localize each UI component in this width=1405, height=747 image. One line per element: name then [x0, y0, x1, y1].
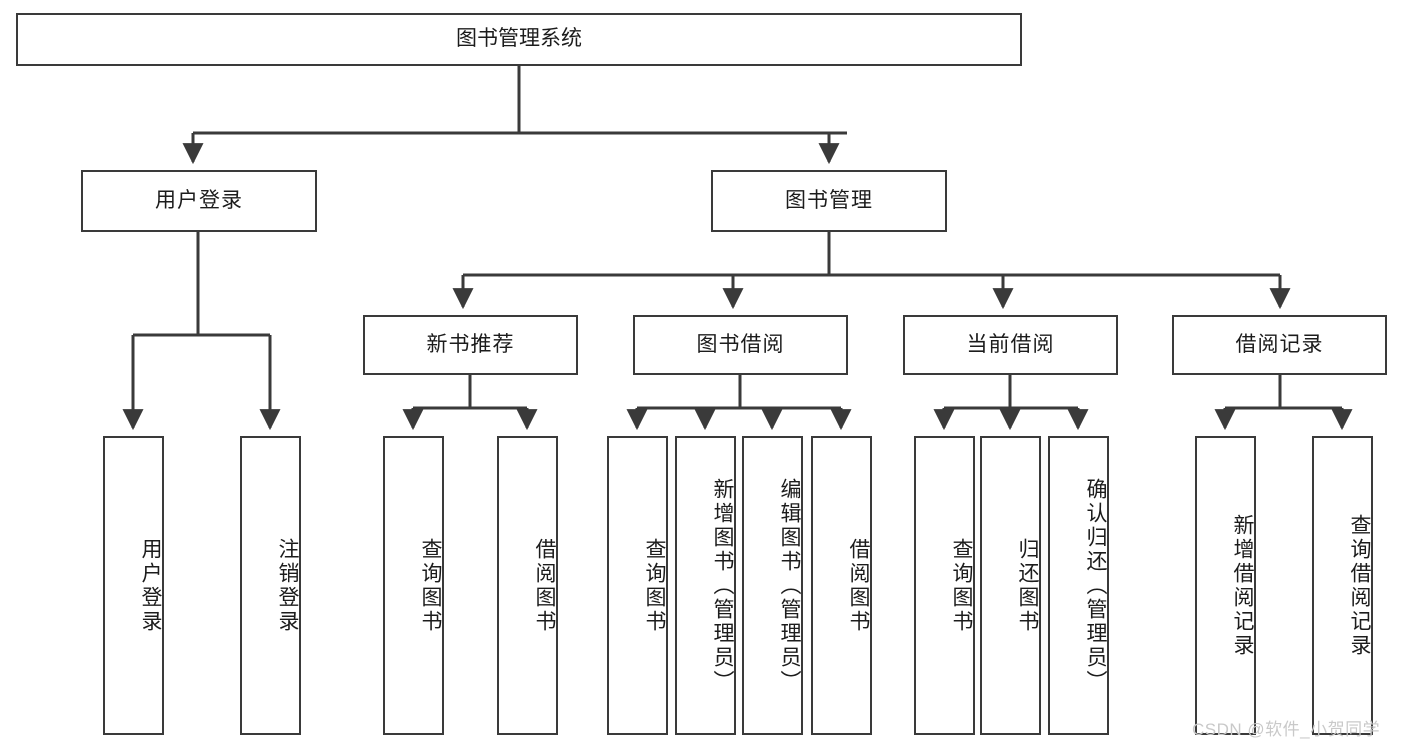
node-label: 图书管理: [785, 188, 873, 212]
node-label: 归还图书: [1016, 537, 1039, 634]
node-book-manage[interactable]: 图书管理: [711, 170, 947, 232]
node-label: 查询图书: [643, 537, 666, 634]
node-label: 注销登录: [276, 537, 299, 634]
node-label: 图书管理系统: [456, 27, 582, 51]
leaf-user-login-login[interactable]: 用户登录: [103, 436, 164, 735]
leaf-new-book-borrow[interactable]: 借阅图书: [497, 436, 558, 735]
node-new-book-recommend[interactable]: 新书推荐: [363, 315, 578, 375]
leaf-book-borrow-edit[interactable]: 编辑图书（管理员）: [742, 436, 803, 735]
leaf-user-login-logout[interactable]: 注销登录: [240, 436, 301, 735]
leaf-book-borrow-add[interactable]: 新增图书（管理员）: [675, 436, 736, 735]
node-book-borrow[interactable]: 图书借阅: [633, 315, 848, 375]
node-label: 新增图书（管理员）: [711, 477, 734, 694]
leaf-current-borrow-query[interactable]: 查询图书: [914, 436, 975, 735]
node-label: 借阅记录: [1235, 332, 1324, 356]
node-label: 编辑图书（管理员）: [778, 477, 801, 694]
leaf-book-borrow-query[interactable]: 查询图书: [607, 436, 668, 735]
node-user-login[interactable]: 用户登录: [81, 170, 317, 232]
leaf-book-borrow-borrow[interactable]: 借阅图书: [811, 436, 872, 735]
node-label: 新增借阅记录: [1231, 513, 1254, 658]
node-label: 借阅图书: [847, 537, 870, 634]
node-label: 当前借阅: [966, 332, 1055, 356]
node-label: 图书借阅: [696, 332, 785, 356]
leaf-borrow-record-add[interactable]: 新增借阅记录: [1195, 436, 1256, 735]
node-current-borrow[interactable]: 当前借阅: [903, 315, 1118, 375]
leaf-borrow-record-query[interactable]: 查询借阅记录: [1312, 436, 1373, 735]
node-label: 查询图书: [419, 537, 442, 634]
node-root-system[interactable]: 图书管理系统: [16, 13, 1022, 66]
node-label: 查询借阅记录: [1348, 513, 1371, 658]
csdn-watermark: CSDN @软件_小贺同学: [1192, 720, 1381, 739]
leaf-new-book-query[interactable]: 查询图书: [383, 436, 444, 735]
node-label: 查询图书: [950, 537, 973, 634]
leaf-current-borrow-return[interactable]: 归还图书: [980, 436, 1041, 735]
leaf-current-borrow-confirm[interactable]: 确认归还（管理员）: [1048, 436, 1109, 735]
node-borrow-record[interactable]: 借阅记录: [1172, 315, 1387, 375]
node-label: 借阅图书: [533, 537, 556, 634]
node-label: 用户登录: [139, 537, 162, 634]
node-label: 用户登录: [155, 188, 243, 212]
node-label: 确认归还（管理员）: [1084, 477, 1107, 694]
node-label: 新书推荐: [426, 332, 515, 356]
